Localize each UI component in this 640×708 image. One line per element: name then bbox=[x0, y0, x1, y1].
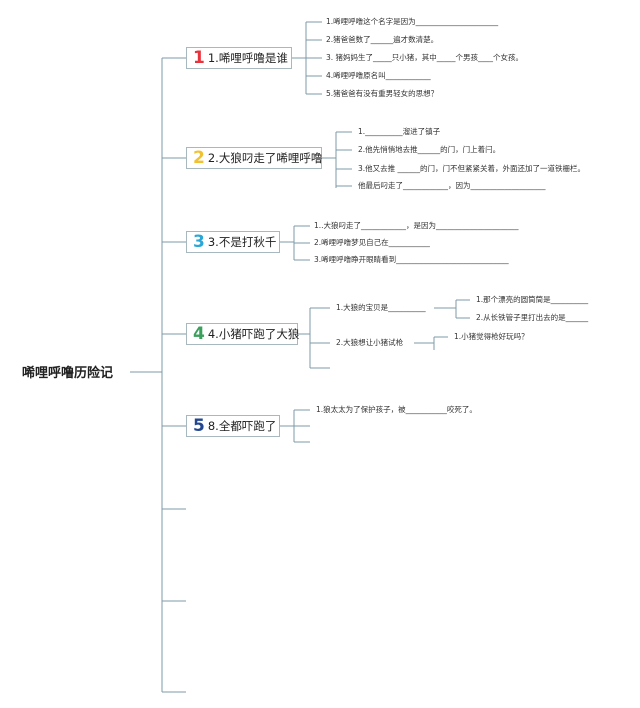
branch-2-item-1: 1.__________溜进了镇子 bbox=[358, 127, 441, 136]
branch-5-number: 5 bbox=[193, 415, 205, 436]
branch-4-item-2: 2.大狼想让小猪试枪 bbox=[336, 338, 404, 347]
branch-1-item-3: 3. 猪妈妈生了_____只小猪，其中_____个男孩____个女孩。 bbox=[326, 53, 524, 62]
branch-4-label: 4.小猪吓跑了大狼 bbox=[207, 327, 300, 341]
branch-1-topic[interactable]: 1 1.唏哩呼噜是谁 bbox=[186, 47, 292, 69]
branch-4-number: 4 bbox=[193, 323, 205, 344]
branch-4-topic[interactable]: 4 4.小猪吓跑了大狼 bbox=[186, 323, 300, 345]
branch-4-item-2-sub-1: 1.小猪觉得枪好玩吗？ bbox=[454, 332, 529, 341]
root-topic: 唏哩呼噜历险记 bbox=[22, 366, 114, 381]
branch-3-topic[interactable]: 3 3.不是打秋千 bbox=[186, 231, 280, 253]
branch-1-item-2: 2.猪爸爸数了______遍才数清楚。 bbox=[326, 35, 439, 44]
branch-3-number: 3 bbox=[193, 231, 205, 252]
branch-2-item-4: 他最后叼走了____________，因为___________________… bbox=[358, 181, 546, 190]
branch-2-number: 2 bbox=[193, 147, 205, 168]
branch-1-label: 1.唏哩呼噜是谁 bbox=[207, 51, 288, 65]
branch-2-item-2: 2.他先悄悄地去推______的门，门上着闩。 bbox=[358, 145, 501, 154]
branch-3-label: 3.不是打秋千 bbox=[207, 235, 277, 249]
branch-5-label: 8.全都吓跑了 bbox=[207, 419, 277, 433]
branch-4-item-1-sub-1: 1.那个漂亮的圆筒筒是__________ bbox=[476, 295, 589, 304]
branch-3-item-1: 1..大狼叼走了____________，是因为________________… bbox=[314, 221, 519, 230]
branch-1-item-5: 5.猪爸爸有没有重男轻女的思想？ bbox=[326, 89, 439, 98]
branch-1-item-1: 1.唏哩呼噜这个名字是因为______________________ bbox=[326, 17, 499, 26]
branch-5-item-1: 1.狼太太为了保护孩子，被___________咬死了。 bbox=[316, 405, 477, 414]
branch-3-item-2: 2.唏哩呼噜梦见自己在___________ bbox=[314, 238, 430, 247]
branch-2-label: 2.大狼叼走了唏哩呼噜 bbox=[207, 151, 323, 165]
branch-4-item-1: 1.大狼的宝贝是__________ bbox=[336, 303, 426, 312]
branch-5-topic[interactable]: 5 8.全都吓跑了 bbox=[186, 415, 280, 437]
branch-3-item-3: 3.唏哩呼噜睁开眼睛看到____________________________… bbox=[314, 255, 509, 264]
branch-4-item-1-sub-2: 2.从长铁管子里打出去的是______ bbox=[476, 313, 589, 322]
branch-2-item-3: 3.他又去推 ______的门，门不但紧紧关着，外面还加了一道铁栅栏。 bbox=[358, 164, 586, 173]
branch-2-topic[interactable]: 2 2.大狼叼走了唏哩呼噜 bbox=[186, 147, 322, 169]
branch-1-item-4: 4.唏哩呼噜原名叫____________ bbox=[326, 71, 431, 80]
branch-1-number: 1 bbox=[193, 47, 205, 68]
